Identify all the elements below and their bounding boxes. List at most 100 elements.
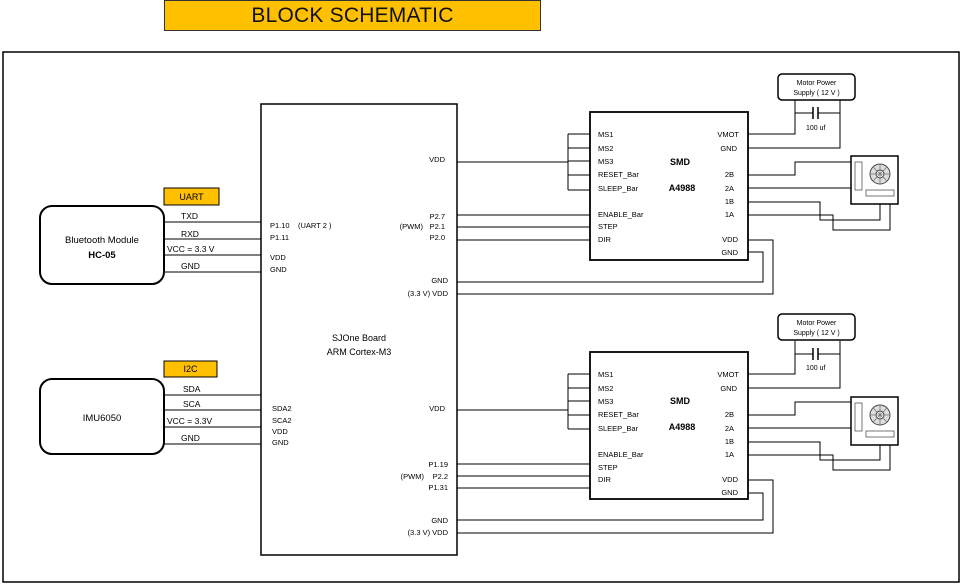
motor-driver-1: SMD A4988 MS1 MS2 MS3 RESET_Bar SLEEP_Ba… xyxy=(589,111,749,261)
stepper-motor-icon xyxy=(850,155,899,205)
bt-pin-rxd: RXD xyxy=(181,229,199,239)
stepper-motor-icon xyxy=(850,396,899,446)
bluetooth-name: Bluetooth Module xyxy=(65,235,139,246)
mcu-pin-gnd-d2: GND xyxy=(431,516,448,525)
power-supply-1-line2: Supply ( 12 V ) xyxy=(793,90,839,97)
page-title: BLOCK SCHEMATIC xyxy=(251,3,454,27)
driver-1-vdd: VDD xyxy=(722,235,738,244)
imu-name: IMU6050 xyxy=(83,413,122,424)
driver-1-ms1: MS1 xyxy=(598,130,613,139)
motor-driver-2: SMD A4988 MS1 MS2 MS3 RESET_Bar SLEEP_Ba… xyxy=(589,351,749,500)
mcu-subtitle: ARM Cortex-M3 xyxy=(327,347,392,357)
mcu-name: SJOne Board xyxy=(332,333,386,343)
power-supply-2-line2: Supply ( 12 V ) xyxy=(793,330,839,337)
driver-1-2a: 2A xyxy=(725,184,734,193)
mcu-pin-gnd-bt: GND xyxy=(270,265,287,274)
driver-2-gnd-bottom: GND xyxy=(721,488,738,497)
mcu-pin-vdd-d2: VDD xyxy=(429,404,445,413)
driver-1-reset: RESET_Bar xyxy=(598,170,639,179)
driver-2-step: STEP xyxy=(598,463,618,472)
diagram-frame xyxy=(2,51,960,583)
imu-module xyxy=(39,378,165,455)
mcu-pin-sda2: SDA2 xyxy=(272,404,292,413)
driver-2-title: SMD xyxy=(670,396,691,406)
driver-1-model: A4988 xyxy=(669,183,696,193)
mcu-board xyxy=(260,103,458,556)
mcu-pwm-label-2: (PWM) xyxy=(401,472,425,481)
bluetooth-model: HC-05 xyxy=(88,250,116,261)
driver-1-wires xyxy=(457,100,891,295)
driver-1-enable: ENABLE_Bar xyxy=(598,210,644,219)
driver-2-2b: 2B xyxy=(725,410,734,419)
power-supply-1-box xyxy=(777,73,856,101)
bt-pin-gnd: GND xyxy=(181,261,200,271)
power-supply-2-line1: Motor Power xyxy=(797,320,837,327)
uart-tag xyxy=(163,187,220,206)
driver-1-1a: 1A xyxy=(725,210,734,219)
imu-pin-vcc: VCC = 3.3V xyxy=(167,416,212,426)
driver-1-2b: 2B xyxy=(725,170,734,179)
driver-1-step: STEP xyxy=(598,222,618,231)
driver-1-gnd-bottom: GND xyxy=(721,248,738,257)
power-supply-1: Motor Power Supply ( 12 V ) 100 uf xyxy=(777,73,856,132)
title-banner: BLOCK SCHEMATIC xyxy=(164,0,541,31)
imu-pin-gnd: GND xyxy=(181,433,200,443)
capacitor-icon xyxy=(795,107,840,119)
driver-2-dir: DIR xyxy=(598,475,612,484)
driver-2-gnd-top: GND xyxy=(720,384,737,393)
mcu-pin-p20: P2.0 xyxy=(430,233,445,242)
mcu-pin-p22: P2.2 xyxy=(433,472,448,481)
bt-pin-vcc: VCC = 3.3 V xyxy=(167,244,215,254)
driver-1-dir: DIR xyxy=(598,235,612,244)
power-supply-2: Motor Power Supply ( 12 V ) 100 uf xyxy=(777,313,856,372)
imu-pin-sca: SCA xyxy=(183,399,201,409)
mcu-pin-vdd33-d2: (3.3 V) VDD xyxy=(408,528,449,537)
driver-2-reset: RESET_Bar xyxy=(598,410,639,419)
mcu-pin-p110: P1.10 xyxy=(270,221,290,230)
capacitor-icon xyxy=(795,348,840,360)
uart-tag-label: UART xyxy=(179,192,204,202)
mcu-pin-p27: P2.7 xyxy=(430,212,445,221)
bluetooth-wires xyxy=(164,221,261,273)
driver-2-vmot: VMOT xyxy=(717,370,739,379)
driver-1-title: SMD xyxy=(670,157,691,167)
mcu-uart-note: (UART 2 ) xyxy=(298,221,332,230)
driver-2-1a: 1A xyxy=(725,450,734,459)
driver-1-ms3: MS3 xyxy=(598,157,613,166)
mcu-pin-p119: P1.19 xyxy=(428,460,448,469)
power-supply-1-line1: Motor Power xyxy=(797,80,837,87)
capacitor-2-value: 100 uf xyxy=(806,365,826,372)
driver-2-model: A4988 xyxy=(669,422,696,432)
driver-1-ms2: MS2 xyxy=(598,144,613,153)
mcu-pin-vdd-bt: VDD xyxy=(270,253,286,262)
imu-wires xyxy=(164,394,261,445)
driver-2-wires xyxy=(457,341,891,534)
i2c-tag xyxy=(163,360,218,378)
driver-2-1b: 1B xyxy=(725,437,734,446)
driver-1-box xyxy=(589,111,749,261)
mcu-pin-sca2: SCA2 xyxy=(272,416,292,425)
driver-1-1b: 1B xyxy=(725,197,734,206)
mcu-pin-p131: P1.31 xyxy=(428,483,448,492)
mcu-pin-gnd-d1: GND xyxy=(431,276,448,285)
bluetooth-module xyxy=(39,205,165,285)
mcu-pwm-label-1: (PWM) xyxy=(400,222,424,231)
mcu-pin-vdd-imu: VDD xyxy=(272,427,288,436)
driver-2-ms2: MS2 xyxy=(598,384,613,393)
mcu-pin-vdd-d1: VDD xyxy=(429,155,445,164)
driver-1-vmot: VMOT xyxy=(717,130,739,139)
driver-2-sleep: SLEEP_Bar xyxy=(598,424,639,433)
bt-pin-txd: TXD xyxy=(181,211,198,221)
mcu-pin-p111: P1.11 xyxy=(270,233,289,242)
driver-2-2a: 2A xyxy=(725,424,734,433)
imu-pin-sda: SDA xyxy=(183,384,201,394)
capacitor-1-value: 100 uf xyxy=(806,125,826,132)
mcu-pin-p21: P2.1 xyxy=(430,222,445,231)
driver-1-sleep: SLEEP_Bar xyxy=(598,184,639,193)
driver-2-ms3: MS3 xyxy=(598,397,613,406)
driver-2-box xyxy=(589,351,749,500)
driver-2-enable: ENABLE_Bar xyxy=(598,450,644,459)
driver-1-gnd-top: GND xyxy=(720,144,737,153)
mcu-pin-gnd-imu: GND xyxy=(272,438,289,447)
